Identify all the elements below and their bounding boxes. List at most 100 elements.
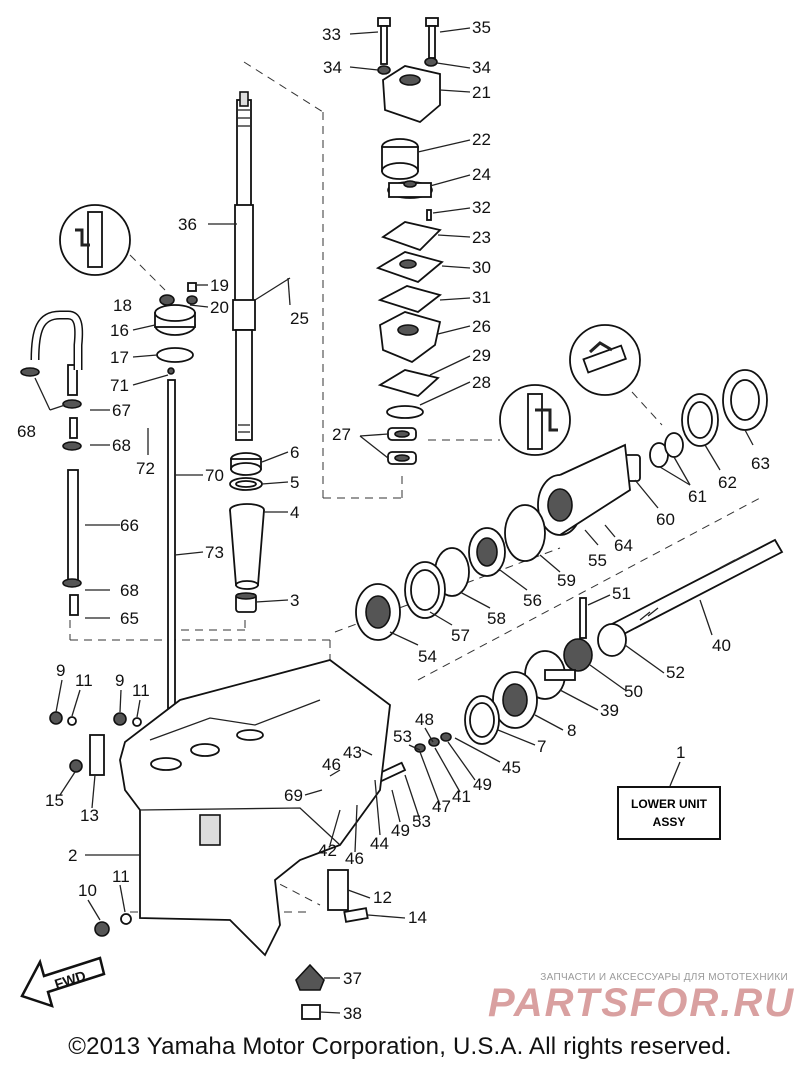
callout-4: 4 <box>290 503 299 522</box>
detail-circle-right <box>569 324 641 396</box>
callout-3: 3 <box>290 591 299 610</box>
pump-bolts <box>377 17 439 75</box>
insert-22 <box>381 138 419 180</box>
callout-21: 21 <box>472 83 491 102</box>
callout-51: 51 <box>612 584 631 603</box>
sleeve-4 <box>229 503 265 590</box>
detail-circle-left <box>59 204 131 276</box>
part-callouts: 33 35 34 34 21 22 24 32 23 30 31 26 29 2… <box>17 18 770 1023</box>
callout-39: 39 <box>600 701 619 720</box>
bearing-8 <box>492 671 538 729</box>
pump-housing-21 <box>382 65 441 124</box>
pump-plates <box>375 209 444 419</box>
watermark: ЗАПЧАСТИ И АКСЕССУАРЫ ДЛЯ МОТОТЕХНИКИ PA… <box>488 972 796 1026</box>
callout-60: 60 <box>656 510 675 529</box>
callout-52: 52 <box>666 663 685 682</box>
callout-18: 18 <box>113 296 132 315</box>
callout-30: 30 <box>472 258 491 277</box>
callout-43: 43 <box>343 743 362 762</box>
callout-38: 38 <box>343 1004 362 1023</box>
callout-68: 68 <box>120 581 139 600</box>
callout-53: 53 <box>393 727 412 746</box>
callout-56: 56 <box>523 591 542 610</box>
callout-61: 61 <box>688 487 707 506</box>
callout-49: 49 <box>391 821 410 840</box>
lock-ring-62 <box>681 393 719 447</box>
bearings-27 <box>387 427 417 465</box>
o-ring-17 <box>156 347 194 363</box>
callout-13: 13 <box>80 806 99 825</box>
pin-51 <box>579 597 587 639</box>
drive-shaft <box>232 91 256 441</box>
callout-14: 14 <box>408 908 427 927</box>
impeller-24 <box>387 180 433 199</box>
bearing-6 <box>230 452 262 476</box>
callout-16: 16 <box>110 321 129 340</box>
leader-lines <box>34 27 754 1014</box>
callout-42: 42 <box>318 841 337 860</box>
assembly-label-line1: LOWER UNIT <box>631 797 707 811</box>
callout-6: 6 <box>290 443 299 462</box>
callout-67: 67 <box>112 401 131 420</box>
callout-64: 64 <box>614 536 633 555</box>
callout-68: 68 <box>17 422 36 441</box>
callout-22: 22 <box>472 130 491 149</box>
callout-54: 54 <box>418 647 437 666</box>
lower-casing-2 <box>119 659 391 957</box>
callout-41: 41 <box>452 787 471 806</box>
detail-circle-middle <box>499 384 571 456</box>
callout-55: 55 <box>588 551 607 570</box>
callout-12: 12 <box>373 888 392 907</box>
callout-35: 35 <box>472 18 491 37</box>
callout-2: 2 <box>68 846 77 865</box>
watermark-tagline: ЗАПЧАСТИ И АКСЕССУАРЫ ДЛЯ МОТОТЕХНИКИ <box>540 972 788 983</box>
callout-11: 11 <box>132 681 150 700</box>
assembly-label-line2: ASSY <box>652 815 686 829</box>
callout-34: 34 <box>472 58 491 77</box>
callout-45: 45 <box>502 758 521 777</box>
callout-53: 53 <box>412 812 431 831</box>
casing-fasteners <box>49 711 369 1020</box>
callout-66: 66 <box>120 516 139 535</box>
seal-63 <box>722 369 768 431</box>
callout-65: 65 <box>120 609 139 628</box>
callout-29: 29 <box>472 346 491 365</box>
water-tube-66 <box>20 310 84 616</box>
callout-49: 49 <box>473 775 492 794</box>
assembly-label-box: LOWER UNIT ASSY <box>617 786 721 840</box>
callout-24: 24 <box>472 165 491 184</box>
callout-7: 7 <box>537 737 546 756</box>
callout-33: 33 <box>322 25 341 44</box>
callout-63: 63 <box>751 454 770 473</box>
shift-rod-70 <box>167 367 176 741</box>
callout-70: 70 <box>205 466 224 485</box>
callout-20: 20 <box>210 298 229 317</box>
callout-50: 50 <box>624 682 643 701</box>
shims-58-57 <box>404 547 470 619</box>
callout-34: 34 <box>323 58 342 77</box>
callout-58: 58 <box>487 609 506 628</box>
callout-17: 17 <box>110 348 129 367</box>
seals-61 <box>649 432 684 468</box>
callout-11: 11 <box>75 671 93 690</box>
callout-46: 46 <box>322 755 341 774</box>
bearing-3 <box>235 592 257 613</box>
shift-rod-holder-16 <box>154 282 198 336</box>
callout-68: 68 <box>112 436 131 455</box>
shim-5 <box>229 477 263 491</box>
reverse-gear-54 <box>355 583 401 641</box>
watermark-logo: PARTSFOR.RU <box>488 981 796 1025</box>
shim-7 <box>464 695 500 745</box>
bearing-housing-55 <box>537 443 631 536</box>
callout-11: 11 <box>112 867 130 886</box>
forward-arrow-icon: FWD <box>20 956 106 1008</box>
copyright-notice: ©2013 Yamaha Motor Corporation, U.S.A. A… <box>68 1033 732 1060</box>
propeller-shaft-40 <box>608 538 784 639</box>
bearing-56 <box>468 527 506 577</box>
callout-5: 5 <box>290 473 299 492</box>
callout-40: 40 <box>712 636 731 655</box>
pinion-gear-39-50 <box>524 638 593 700</box>
callout-9: 9 <box>115 671 124 690</box>
callout-1: 1 <box>676 743 685 762</box>
